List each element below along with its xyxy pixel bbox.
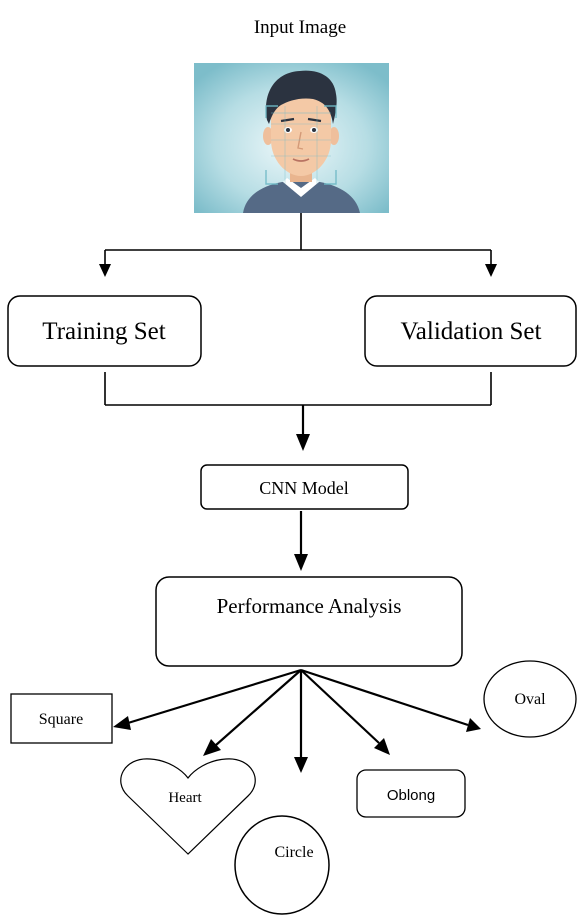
input-face-image [194,63,389,213]
oblong-label: Oblong [387,787,435,804]
cnn-model-label: CNN Model [259,478,349,498]
cnn-model-node: CNN Model [200,464,409,510]
connector-performance-to-shapes [113,668,481,773]
square-node: Square [10,693,113,744]
training-set-node: Training Set [7,295,202,367]
heart-label: Heart [168,790,202,806]
validation-set-label: Validation Set [401,318,542,345]
circle-node: Circle [234,815,330,915]
square-label: Square [39,711,83,728]
performance-analysis-label: Performance Analysis [217,594,402,618]
circle-label: Circle [274,844,313,861]
training-set-label: Training Set [42,318,165,345]
connector-sets-to-cnn [104,372,492,451]
heart-node: Heart [120,758,256,855]
oval-label: Oval [514,691,546,708]
input-image-title: Input Image [254,17,346,38]
performance-analysis-node: Performance Analysis [155,576,463,667]
connector-cnn-to-performance [294,511,308,571]
oval-node: Oval [483,660,577,738]
connector-image-to-sets [99,213,497,277]
oblong-node: Oblong [356,769,466,818]
validation-set-node: Validation Set [364,295,577,367]
